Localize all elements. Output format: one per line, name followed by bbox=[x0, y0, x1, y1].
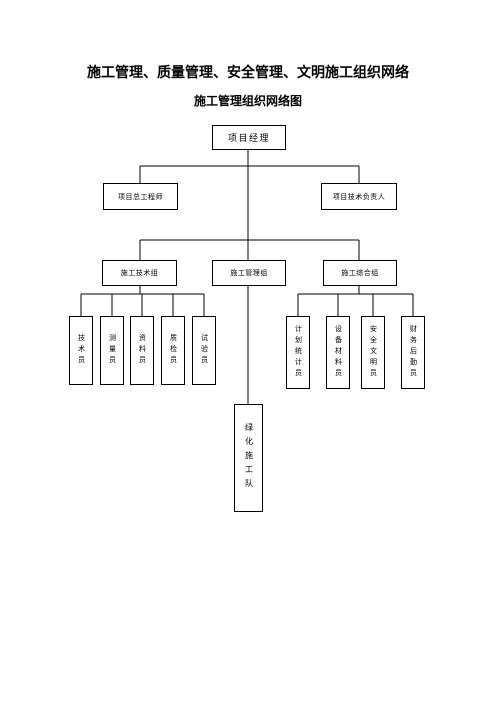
documentation-clerk-box: 资料员 bbox=[130, 316, 154, 385]
equipment-materials-clerk-box: 设备材料员 bbox=[326, 316, 350, 389]
technical-lead-box: 项目技术负责人 bbox=[321, 183, 397, 210]
construction-general-group-box: 施工综合组 bbox=[323, 260, 397, 286]
chief-engineer-box: 项目总工程师 bbox=[103, 183, 178, 210]
surveyor-box: 测量员 bbox=[100, 316, 124, 385]
safety-civilization-officer-box: 安全文明员 bbox=[361, 316, 385, 389]
project-manager-box: 项目经理 bbox=[212, 125, 286, 150]
chart-title: 施工管理组织网络图 bbox=[193, 94, 302, 108]
planning-statistician-box: 计划统计员 bbox=[286, 316, 310, 389]
document-title: 施工管理、质量管理、安全管理、文明施工组织网络 bbox=[87, 65, 409, 81]
tester-box: 试验员 bbox=[192, 316, 216, 385]
quality-inspector-box: 质检员 bbox=[161, 316, 185, 385]
greening-construction-team-box: 绿化施工队 bbox=[234, 404, 263, 512]
construction-management-group-box: 施工管理组 bbox=[212, 260, 286, 286]
construction-tech-group-box: 施工技术组 bbox=[102, 260, 177, 286]
technician-box: 技术员 bbox=[69, 316, 93, 385]
finance-logistics-clerk-box: 财务后勤员 bbox=[401, 316, 425, 389]
